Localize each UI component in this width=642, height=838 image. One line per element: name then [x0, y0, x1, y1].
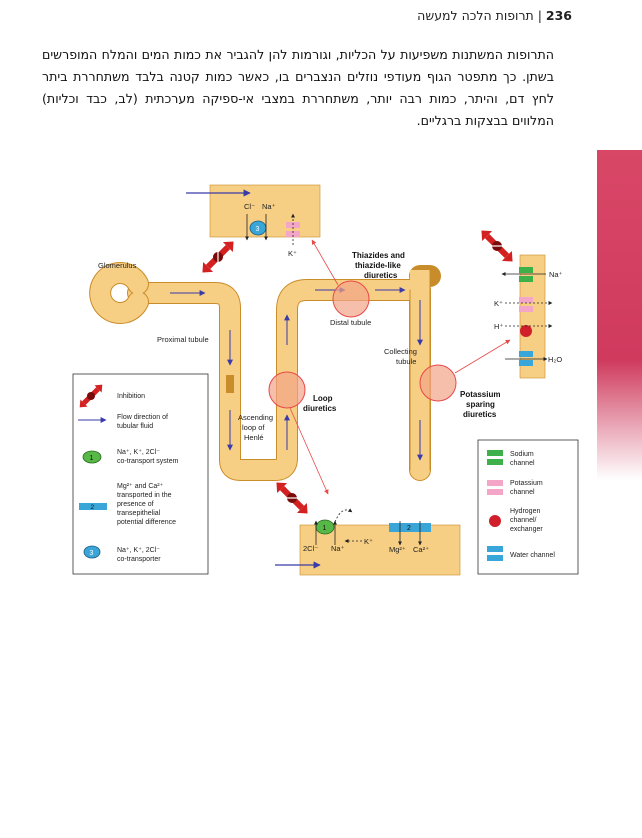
ion-2cl-bottom: 2Cl⁻	[303, 544, 318, 553]
legend-cotransporter-2: co-transporter	[117, 556, 161, 563]
ion-k-top: K⁺	[288, 249, 297, 258]
legend-cotransporter-1: Na⁺, K⁺, 2Cl⁻	[117, 547, 160, 554]
collecting-duct-cell	[519, 254, 546, 379]
ion-na-bottom: Na⁺	[331, 544, 345, 553]
hydrogen-exchanger-icon	[489, 515, 501, 527]
ascending-loop-label-3: Henlé	[244, 433, 264, 442]
loop-diuretic-site-circle	[268, 371, 306, 409]
legend-num-2: 2	[91, 504, 95, 511]
legend-hydrogen-2: channel/	[510, 517, 537, 524]
thiazide-label-2: thiazide-like	[355, 261, 401, 270]
potassium-channel-top	[286, 231, 300, 237]
k-recycle-arrow	[334, 508, 353, 523]
potassium-label-2: sparing	[466, 400, 495, 409]
legend-num-1: 1	[90, 455, 94, 462]
proximal-tubule-label: Proximal tubule	[157, 335, 209, 344]
inhibition-icon	[481, 230, 513, 262]
legend-left-box	[72, 373, 209, 575]
inhibition-icon	[276, 482, 308, 514]
collecting-tubule-label-1: Collecting	[384, 347, 417, 356]
water-channel	[519, 360, 533, 366]
header-title: תרופות הלכה למעשה	[417, 8, 534, 23]
header-separator: |	[537, 8, 542, 23]
inhibition-icon	[79, 384, 103, 408]
legend-hydrogen-1: Hydrogen	[510, 508, 540, 515]
legend-cotransport-2: co-transport system	[117, 458, 179, 465]
cotransporter-3-icon	[83, 545, 101, 559]
hydrogen-exchanger	[520, 325, 532, 337]
ion-k-right: K⁺	[494, 299, 503, 308]
potassium-channel-icon	[487, 489, 503, 495]
legend-mgca-1: Mg²⁺ and Ca²⁺	[117, 483, 164, 490]
legend-potassium-1: Potassium	[510, 480, 543, 487]
legend-hydrogen-3: exchanger	[510, 526, 543, 533]
water-channel	[519, 351, 533, 357]
potassium-channel	[519, 297, 533, 303]
legend-sodium-2: channel	[510, 460, 535, 467]
pointer-line	[311, 239, 339, 286]
potassium-channel	[519, 306, 533, 312]
thiazide-label-3: diuretics	[364, 271, 398, 280]
mg-ca-2-icon	[389, 523, 431, 532]
cotransport-1-num: 1	[323, 525, 327, 532]
chapter-color-band	[597, 0, 642, 838]
running-header: 236 | תרופות הלכה למעשה	[417, 8, 572, 23]
sodium-channel	[519, 276, 533, 282]
thiazide-site-circle	[332, 280, 370, 318]
legend-sodium-1: Sodium	[510, 451, 534, 458]
nephron-tubule	[127, 265, 441, 481]
legend-potassium-2: channel	[510, 489, 535, 496]
ion-h-right: H⁺	[494, 322, 503, 331]
loop-label-1: Loop	[313, 394, 333, 403]
legend-inhibition: Inhibition	[117, 393, 145, 400]
potassium-channel-icon	[487, 480, 503, 486]
water-channel-icon	[487, 555, 503, 561]
glomerulus-capsule-fill	[90, 263, 148, 323]
proximal-neck	[226, 375, 234, 393]
ion-na-right: Na⁺	[549, 270, 563, 279]
legend-mgca-3: presence of	[117, 501, 154, 508]
potassium-label-1: Potassium	[460, 390, 500, 399]
ion-h2o-right: H₂O	[548, 355, 562, 364]
page-number: 236	[545, 8, 572, 23]
legend-mgca-2: transported in the	[117, 492, 172, 499]
legend-water: Water channel	[510, 552, 555, 559]
collecting-tubule-label-2: tubule	[396, 357, 416, 366]
sodium-channel	[519, 267, 533, 273]
pointer-line	[289, 407, 329, 495]
legend-num-3: 3	[90, 550, 94, 557]
ascending-loop-label-1: Ascending	[238, 413, 273, 422]
ion-na-top: Na⁺	[262, 202, 276, 211]
legend-mgca-5: potential difference	[117, 519, 176, 526]
legend-flow-1: Flow direction of	[117, 414, 168, 421]
potassium-label-3: diuretics	[463, 410, 497, 419]
ion-mg-bottom: Mg²⁺	[389, 545, 406, 554]
ion-k-bottom: K⁺	[364, 537, 373, 546]
sodium-channel-icon	[487, 459, 503, 465]
mg-ca-2-icon	[79, 503, 107, 510]
thiazide-label-1: Thiazides and	[352, 251, 405, 260]
sodium-channel-icon	[487, 450, 503, 456]
ion-cl-top: Cl⁻	[244, 202, 255, 211]
legend-cotransport-1: Na⁺, K⁺, 2Cl⁻	[117, 449, 160, 456]
ion-ca-bottom: Ca²⁺	[413, 545, 429, 554]
legend-mgca-4: transepithelial	[117, 510, 161, 517]
distal-tubule-label: Distal tubule	[330, 318, 371, 327]
cotransport-1-icon	[82, 450, 102, 464]
potassium-sparing-site-circle	[419, 364, 457, 402]
pointer-line	[454, 339, 511, 374]
water-channel-icon	[487, 546, 503, 552]
intro-paragraph: התרופות המשתנות משפיעות על הכליות, וגורמ…	[42, 47, 554, 128]
loop-label-2: diuretics	[303, 404, 337, 413]
inhibition-icon	[202, 241, 234, 273]
ascending-loop-label-2: loop of	[242, 423, 265, 432]
legend-flow-2: tubular fluid	[117, 423, 153, 430]
cotransporter-3-num: 3	[256, 226, 260, 233]
glomerulus-label: Glomerulus	[98, 261, 137, 270]
mg-ca-2-num: 2	[407, 525, 411, 532]
